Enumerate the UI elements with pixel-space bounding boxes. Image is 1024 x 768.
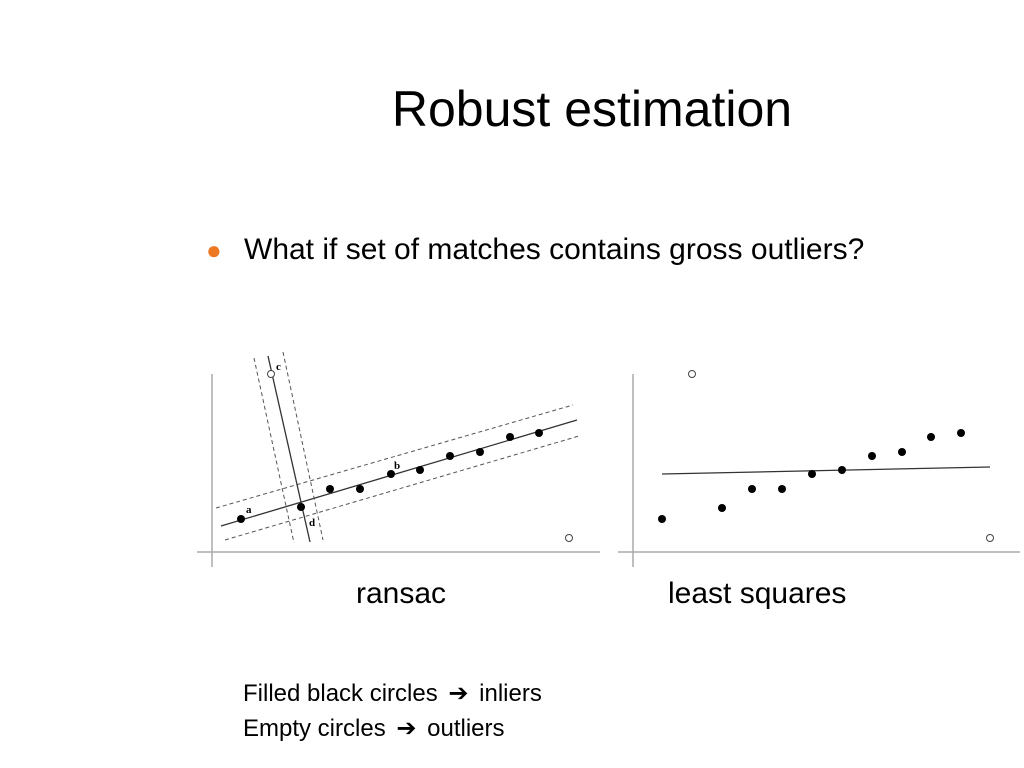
least-squares-fit-line (661, 466, 991, 475)
inlier-point (506, 433, 514, 441)
inlier-point (446, 452, 454, 460)
inlier-point (387, 470, 395, 478)
legend-inliers: Filled black circles ➔ inliers (243, 676, 542, 711)
outlier-point (565, 534, 573, 542)
legend-inliers-term: inliers (479, 680, 542, 707)
inlier-point (356, 485, 364, 493)
legend: Filled black circles ➔ inliers Empty cir… (243, 676, 542, 746)
inlier-point (535, 429, 543, 437)
inlier-point (297, 503, 305, 511)
ransac-band-upper (215, 404, 574, 509)
arrow-right-icon: ➔ (448, 680, 469, 707)
outlier-point (267, 370, 275, 378)
least-squares-diagram (618, 370, 1020, 567)
inlier-point (326, 485, 334, 493)
label-a: a (246, 504, 252, 516)
legend-outliers-term: outliers (427, 715, 505, 742)
inlier-point (778, 485, 786, 493)
inlier-point (957, 429, 965, 437)
least-squares-panel (612, 340, 1024, 580)
legend-inliers-text: Filled black circles (243, 680, 438, 707)
outlier-point (986, 534, 994, 542)
inlier-point (476, 448, 484, 456)
inlier-point (237, 515, 245, 523)
outlier-point (688, 370, 696, 378)
inlier-point (748, 485, 756, 493)
inlier-point (658, 515, 666, 523)
inlier-point (898, 448, 906, 456)
least-squares-caption: least squares (668, 577, 847, 610)
bullet-item: ● What if set of matches contains gross o… (206, 228, 864, 272)
inlier-point (718, 504, 726, 512)
ransac-candidate-line (267, 355, 311, 543)
inlier-point (416, 466, 424, 474)
inlier-point (868, 452, 876, 460)
inlier-point (808, 470, 816, 478)
ransac-caption: ransac (356, 577, 447, 610)
slide-title: Robust estimation (391, 81, 793, 137)
legend-outliers-text: Empty circles (243, 715, 386, 742)
ransac-fit-line (220, 419, 578, 527)
label-c: c (276, 361, 281, 373)
inlier-point (838, 466, 846, 474)
label-b: b (394, 460, 400, 472)
ransac-diagram: a b c d (197, 351, 600, 567)
arrow-right-icon: ➔ (396, 715, 417, 742)
ransac-panel: a b c d (190, 340, 610, 580)
bullet-dot-icon: ● (206, 235, 222, 265)
ransac-candidate-band-left (253, 357, 295, 544)
legend-outliers: Empty circles ➔ outliers (243, 711, 542, 746)
bullet-text: What if set of matches contains gross ou… (244, 233, 865, 266)
label-d: d (309, 517, 315, 529)
ransac-band-lower (224, 435, 580, 541)
inlier-point (927, 433, 935, 441)
